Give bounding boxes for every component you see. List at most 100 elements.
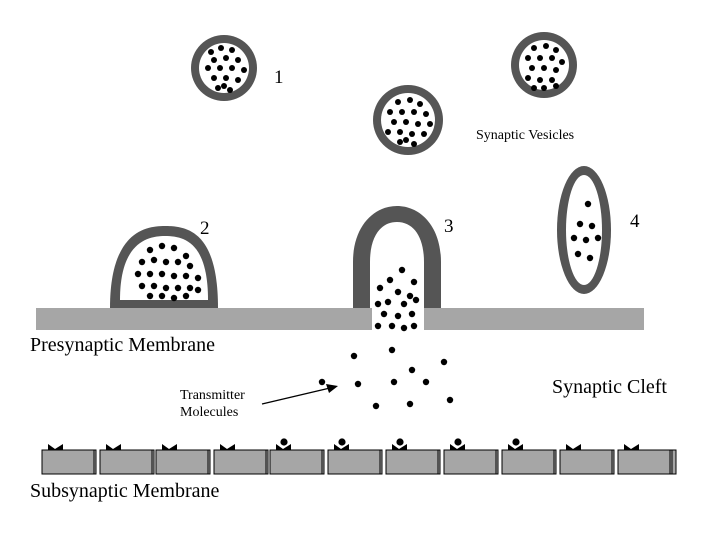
transmitter-molecule: [182, 252, 190, 260]
transmitter-molecule: [354, 380, 362, 388]
vesicle-1-molecules: [205, 45, 247, 93]
receptor-bound: [327, 438, 383, 475]
transmitter-molecule: [576, 220, 584, 228]
membrane-segment: [99, 449, 155, 475]
transmitter-molecule: [586, 254, 594, 262]
membrane-segment: [443, 449, 499, 475]
transmitter-molecule: [350, 352, 358, 360]
transmitter-molecule: [531, 85, 537, 91]
transmitter-molecule: [553, 67, 559, 73]
transmitter-molecule: [582, 236, 590, 244]
receptor-site: [566, 444, 581, 450]
transmitter-molecule: [397, 129, 403, 135]
transmitter-molecule: [150, 256, 158, 264]
transmitter-molecule: [221, 83, 227, 89]
transmitter-molecule: [398, 266, 406, 274]
cleft-transmitter-molecules: [318, 346, 454, 410]
transmitter-molecule: [410, 322, 418, 330]
transmitter-molecule: [411, 109, 417, 115]
transmitter-molecule: [408, 366, 416, 374]
membrane-segment: [617, 449, 673, 475]
transmitter-molecule: [588, 222, 596, 230]
transmitter-molecule: [387, 109, 393, 115]
transmitter-molecule: [549, 55, 555, 61]
transmitter-molecule: [385, 129, 391, 135]
transmitter-molecule: [537, 77, 543, 83]
vesicle-top-right-molecules: [525, 43, 565, 91]
transmitter-molecule: [146, 292, 154, 300]
transmitter-molecule: [559, 59, 565, 65]
receptor-site: [106, 444, 121, 450]
vesicle-2-number: 2: [200, 218, 210, 239]
transmitter-molecule: [146, 246, 154, 254]
transmitter-molecule: [182, 272, 190, 280]
transmitter-molecule: [553, 83, 559, 89]
transmitter-molecule: [138, 258, 146, 266]
transmitter-molecule: [150, 282, 158, 290]
bound-transmitter-molecule: [280, 438, 288, 446]
transmitter-molecule: [208, 49, 214, 55]
transmitter-molecule: [399, 109, 405, 115]
transmitter-molecule: [446, 396, 454, 404]
transmitter-label-line1: Transmitter: [180, 388, 245, 403]
transmitter-molecule: [394, 288, 402, 296]
receptor-site: [450, 444, 465, 450]
vesicle-3-number: 3: [444, 216, 454, 237]
vesicle-1-number: 1: [274, 67, 284, 88]
transmitter-molecule: [218, 45, 224, 51]
transmitter-molecule: [215, 85, 221, 91]
membrane-segment: [269, 449, 325, 475]
receptor-empty: [559, 444, 615, 475]
vesicle-middle: [373, 85, 443, 155]
receptor-bound: [501, 438, 557, 475]
transmitter-molecule: [525, 55, 531, 61]
receptor-site: [220, 444, 235, 450]
transmitter-molecule: [158, 292, 166, 300]
synaptic-cleft-label: Synaptic Cleft: [552, 376, 667, 398]
bound-transmitter-molecule: [454, 438, 462, 446]
transmitter-molecule: [537, 55, 543, 61]
transmitter-molecule: [549, 77, 555, 83]
receptor-empty: [41, 444, 97, 475]
transmitter-molecule: [388, 322, 396, 330]
bound-transmitter-molecule: [338, 438, 346, 446]
presynaptic-membrane: [36, 308, 644, 330]
transmitter-molecule: [594, 234, 602, 242]
transmitter-molecule: [440, 358, 448, 366]
transmitter-label-line2: Molecules: [180, 405, 239, 420]
transmitter-molecule: [417, 101, 423, 107]
membrane-segment: [559, 449, 615, 475]
transmitter-molecule: [574, 250, 582, 258]
transmitter-molecule: [170, 244, 178, 252]
transmitter-molecule: [227, 87, 233, 93]
receptor-bound: [385, 438, 441, 475]
membrane-segment: [213, 449, 269, 475]
transmitter-molecule: [223, 75, 229, 81]
transmitter-molecule: [427, 121, 433, 127]
transmitter-molecule: [525, 75, 531, 81]
transmitter-molecule: [570, 234, 578, 242]
transmitter-molecule: [388, 346, 396, 354]
transmitter-molecule: [372, 402, 380, 410]
transmitter-molecule: [174, 284, 182, 292]
transmitter-molecule: [318, 378, 326, 386]
transmitter-molecule: [391, 119, 397, 125]
transmitter-molecules-label: Transmitter Molecules: [180, 387, 245, 421]
membrane-segment: [501, 449, 557, 475]
transmitter-molecule: [409, 131, 415, 137]
transmitter-molecule: [235, 77, 241, 83]
subsynaptic-membrane-label: Subsynaptic Membrane: [30, 480, 220, 502]
transmitter-molecule: [146, 270, 154, 278]
transmitter-molecule: [162, 284, 170, 292]
transmitter-molecule: [395, 99, 401, 105]
transmitter-molecule: [170, 272, 178, 280]
receptor-site: [508, 444, 523, 450]
receptor-site: [392, 444, 407, 450]
transmitter-molecule: [394, 312, 402, 320]
transmitter-molecule: [186, 262, 194, 270]
vesicle-top-right: [511, 32, 577, 98]
transmitter-molecule: [211, 75, 217, 81]
transmitter-molecule: [384, 298, 392, 306]
transmitter-molecule: [422, 378, 430, 386]
